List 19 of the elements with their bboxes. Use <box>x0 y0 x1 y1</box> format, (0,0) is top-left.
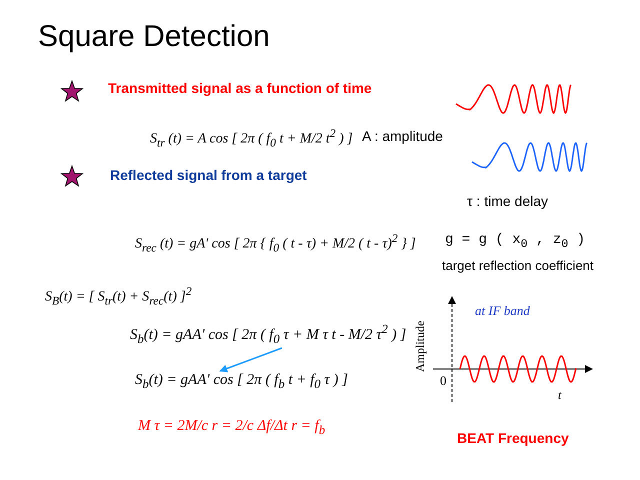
heading-text: Reflected signal from a target <box>110 167 307 183</box>
equation: S$_{rec}$ (t) = gA' cos [ 2π { f$_{0}$ ( t - τ) + M/2 ( t - τ)$^{2}$ } ] <box>135 232 416 254</box>
chart-annotation: at IF band <box>475 303 530 319</box>
definition-text: τ : time delay <box>467 193 548 209</box>
caption-text: BEAT Frequency <box>457 430 569 446</box>
axis-label: 0 <box>440 373 446 389</box>
heading-text: Transmitted signal as a function of time <box>108 80 372 96</box>
definition-text: target reflection coefficient <box>442 258 594 273</box>
equation: M τ = 2M/c r = 2/c Δf/Δt r = f$_{b}$ <box>138 418 326 438</box>
equation: S$_{b}$(t) = gAA' cos [ 2π ( f$_{b}$ t + f$_{0}$ τ ) ] <box>135 372 348 392</box>
equation: g = g ( x$_{0}$ , z$_{0}$ ) <box>445 232 586 251</box>
definition-text: A : amplitude <box>362 128 443 144</box>
arrow <box>219 347 282 372</box>
equation: S$_{tr}$ (t) = A cos [ 2π ( f$_{0}$ t + M/2 t$^{2}$ ) ] <box>150 127 353 150</box>
equation: S$_{b}$(t) = gAA' cos [ 2π ( f$_{0}$ τ + M τ t - M/2 τ$^{2}$ ) ] <box>130 322 406 347</box>
axis-label: t <box>558 388 562 403</box>
axis-label: Amplitude <box>413 320 428 372</box>
equation: S$_{B}$(t) = [ S$_{tr}$(t) + S$_{rec}$(t) ]$^{2}$ <box>45 285 192 308</box>
slide-title: Square Detection <box>38 20 270 54</box>
